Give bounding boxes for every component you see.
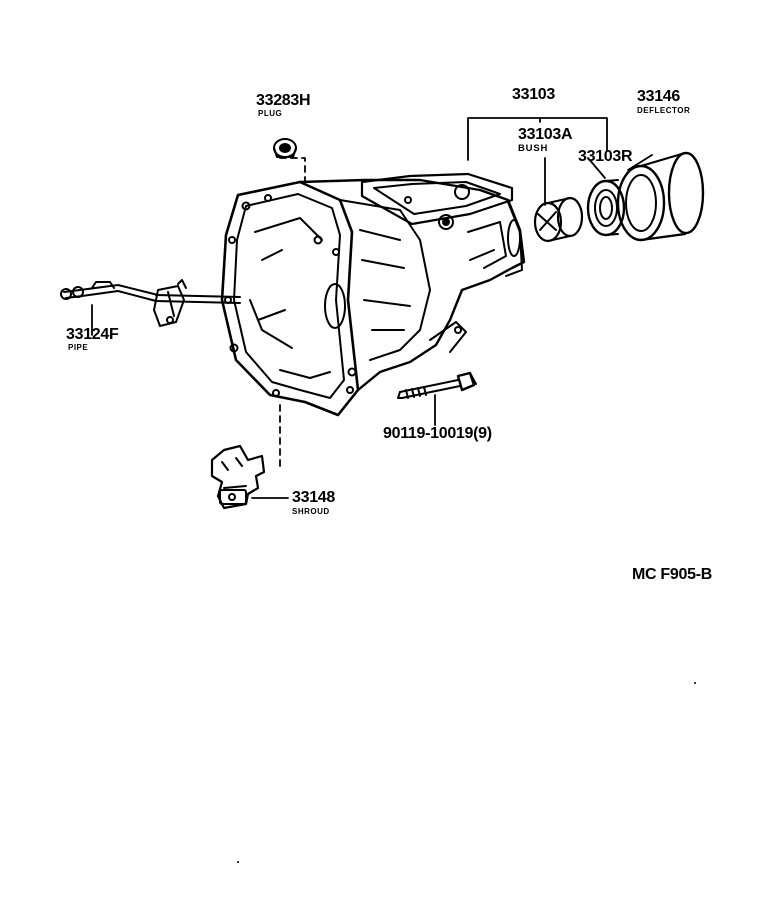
pipe-part-number: 33124F — [66, 326, 119, 343]
deflector-part — [616, 151, 705, 242]
transmission-case — [220, 172, 526, 417]
bolt-part-number: 90119-10019(9) — [383, 425, 492, 442]
deflector-part-number: 33146 — [637, 88, 680, 105]
plug-part-number: 33283H — [256, 92, 311, 109]
leader-lines — [91, 117, 653, 499]
scan-specks — [237, 682, 696, 863]
bolt-part — [397, 371, 477, 399]
bush-part — [533, 196, 584, 243]
shroud-part-number: 33148 — [292, 489, 335, 506]
bush-part-number: 33103A — [518, 126, 573, 143]
diagram-code: MC F905-B — [632, 566, 712, 583]
plug-part — [273, 138, 297, 158]
case-part-number: 33103 — [512, 86, 555, 103]
seal-part-number: 33103R — [578, 148, 633, 165]
pipe-part — [60, 279, 241, 327]
shroud-part-name: SHROUD — [292, 507, 330, 516]
pipe-part-name: PIPE — [68, 343, 89, 352]
shroud-part — [210, 444, 266, 510]
plug-part-name: PLUG — [258, 109, 283, 118]
deflector-part-name: DEFLECTOR — [637, 106, 691, 115]
bush-part-name: BUSH — [518, 143, 549, 154]
